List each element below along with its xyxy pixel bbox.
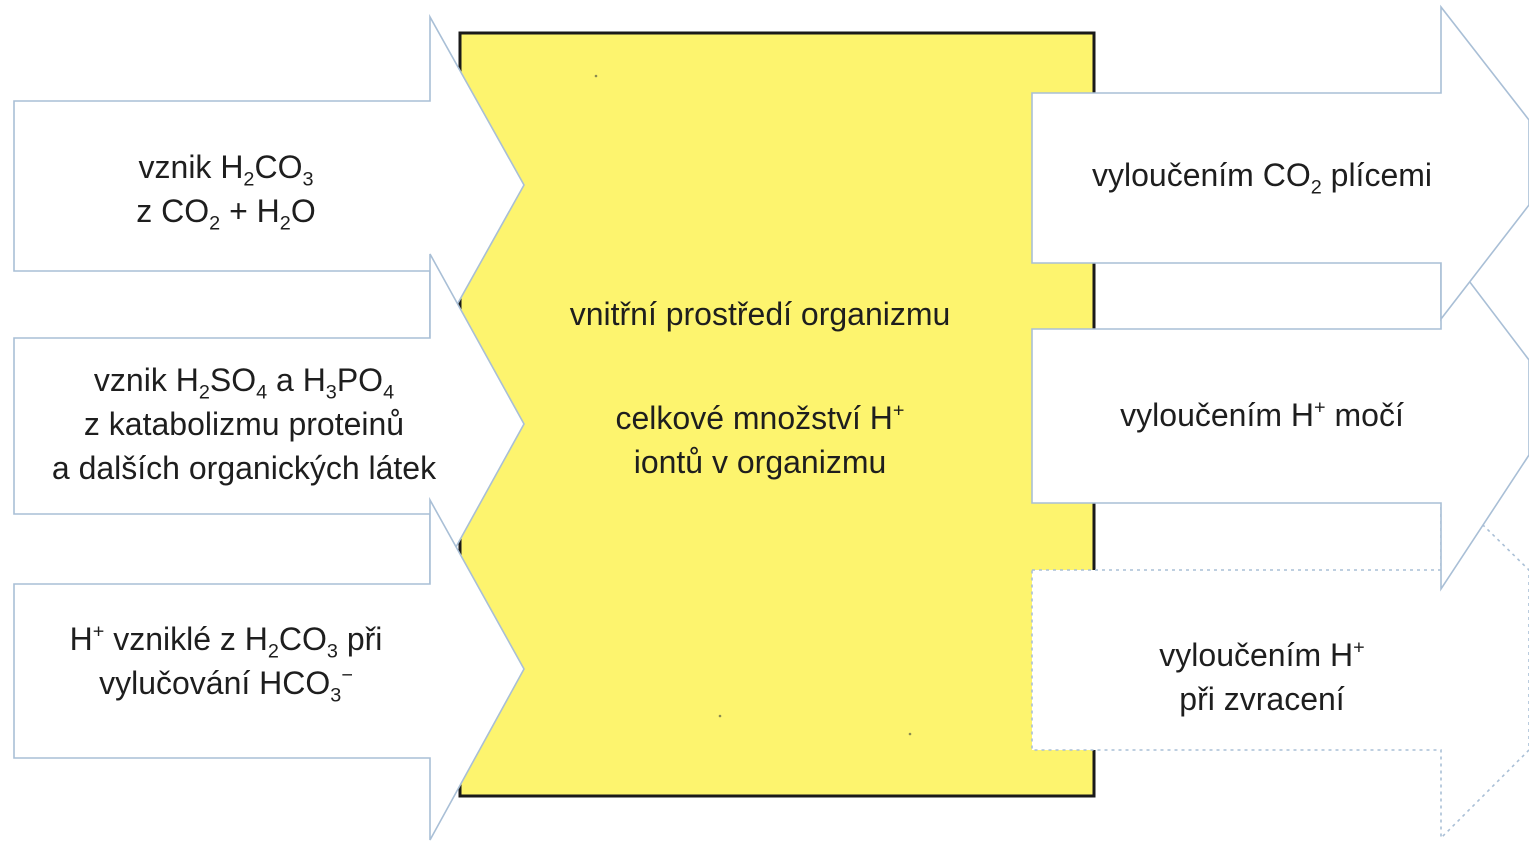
inner-environment-box	[458, 31, 1096, 798]
speck	[594, 74, 598, 78]
input-arrow-hco3	[13, 496, 525, 841]
input-label-h2co3: vznik H2CO3 z CO2 + H2O	[136, 149, 316, 235]
output-arrow-lungs	[1031, 4, 1529, 322]
speck	[908, 732, 912, 736]
input-label-hco3: H+ vzniklé z H2CO3 při vylučování HCO3−	[69, 620, 383, 707]
output-label-vomiting: vyloučením H+ při zvracení	[1159, 636, 1365, 717]
speck	[718, 714, 722, 718]
input-label-h2so4-h3po4: vznik H2SO4 a H3PO4 z katabolizmu protei…	[51, 362, 437, 486]
output-label-urine: vyloučením H+ močí	[1120, 396, 1404, 433]
output-arrow-vomiting	[1031, 482, 1529, 840]
output-label-lungs: vyloučením CO2 plícemi	[1091, 157, 1432, 199]
input-arrow-h2co3	[13, 13, 525, 357]
center-hydrogen-amount: celkové množství H+ iontů v organizmu	[615, 399, 905, 480]
center-heading: vnitřní prostředí organizmu	[569, 296, 951, 332]
input-arrow-h2so4-h3po4	[13, 253, 525, 595]
